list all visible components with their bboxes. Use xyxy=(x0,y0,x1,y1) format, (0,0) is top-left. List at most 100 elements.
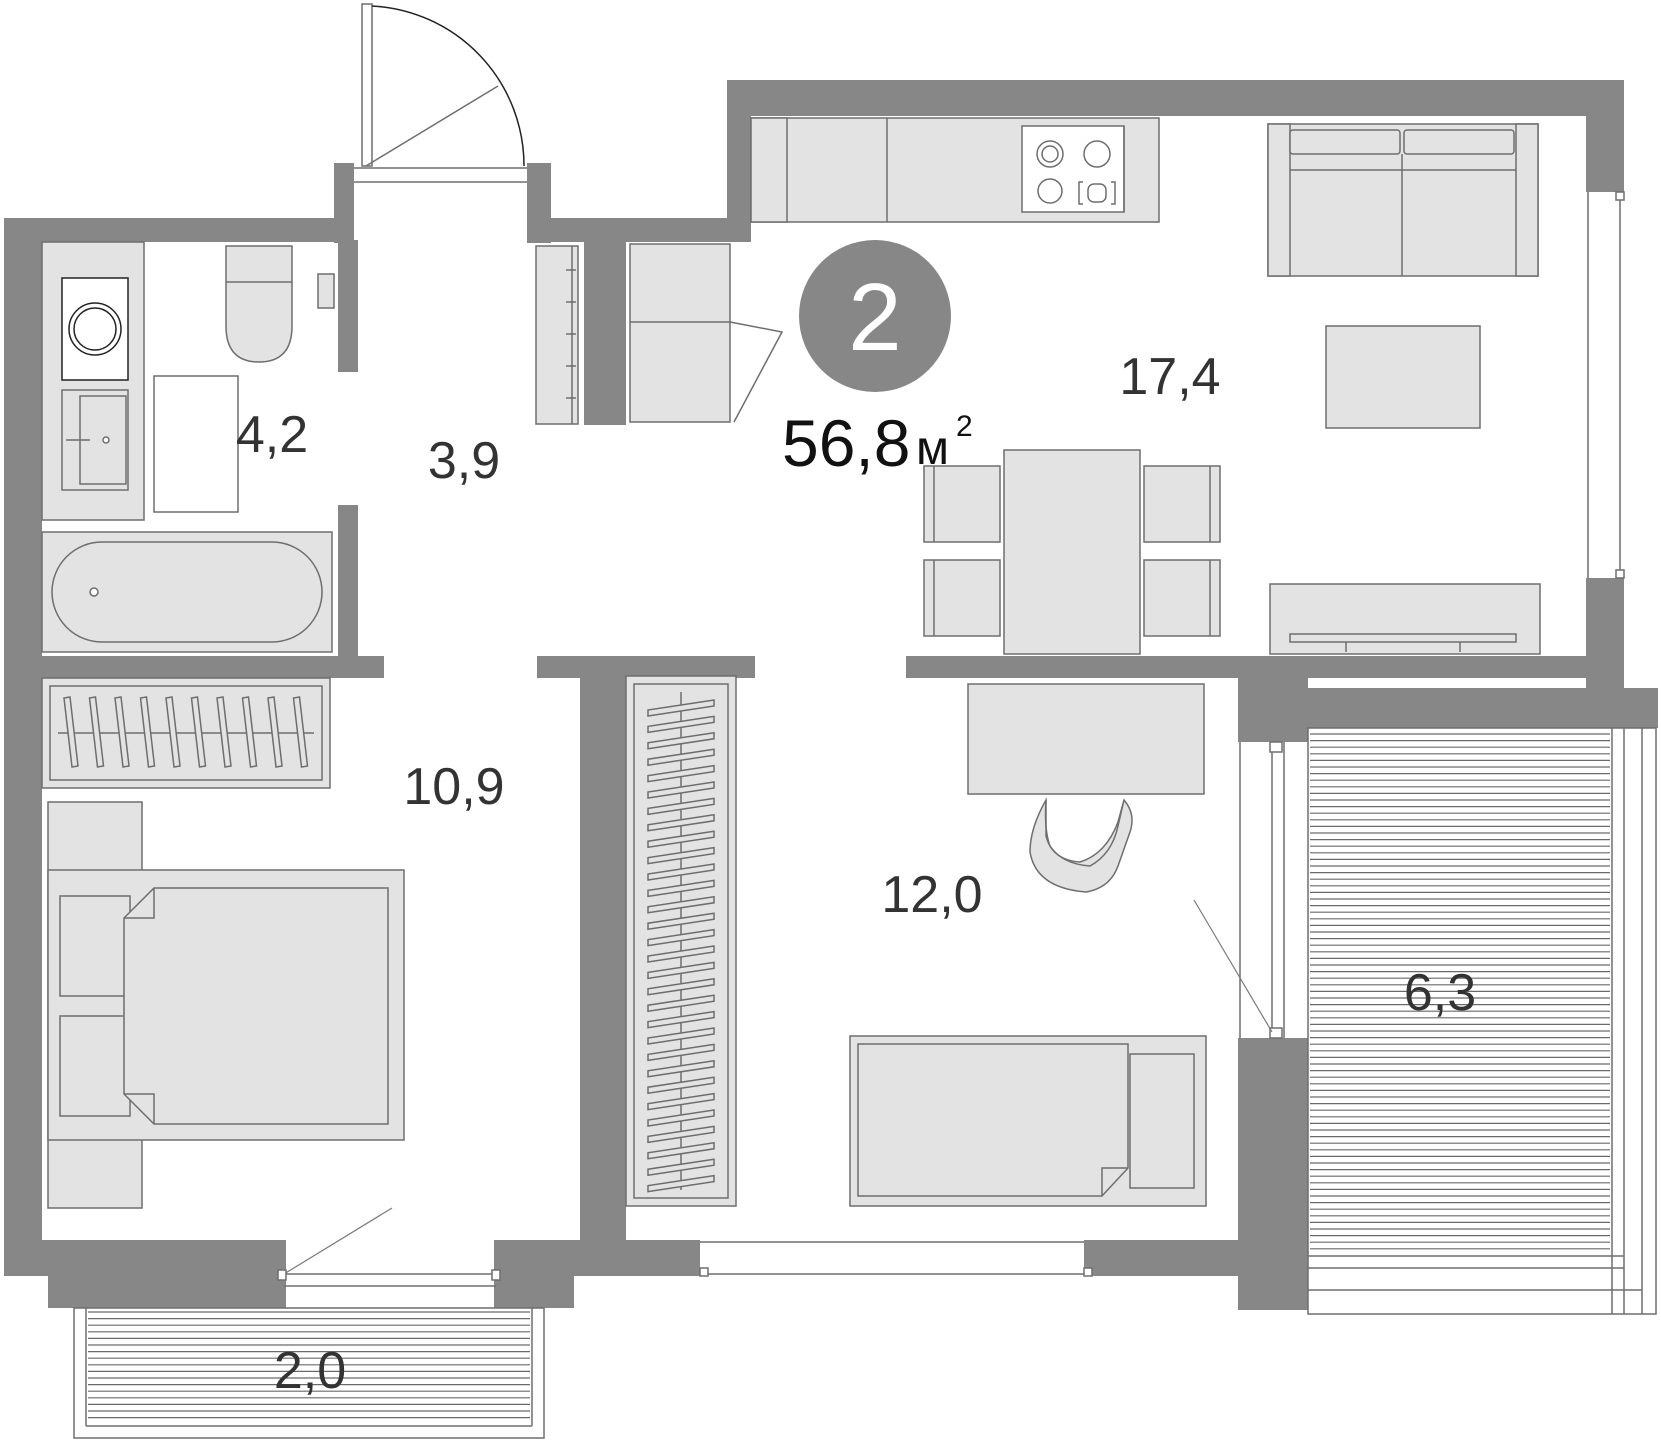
area-hallway: 3,9 xyxy=(428,432,500,490)
area-office: 12,0 xyxy=(881,866,982,924)
washing-machine xyxy=(61,277,129,381)
coffee-table xyxy=(1325,325,1481,429)
windows xyxy=(699,191,1625,1277)
area-balcony: 2,0 xyxy=(274,1342,346,1400)
wall-bottom-middle-pier xyxy=(494,1240,574,1308)
hanger xyxy=(647,1076,715,1095)
hanger xyxy=(63,696,79,768)
hanger xyxy=(165,696,181,768)
total-area-unit: м xyxy=(916,422,949,475)
hanger xyxy=(647,977,715,996)
wall-loggia-top xyxy=(1308,688,1658,728)
total-area: 56,8 м 2 xyxy=(782,406,973,480)
hanger xyxy=(647,764,715,783)
shoe-rack xyxy=(535,245,579,425)
duvet xyxy=(123,887,389,1125)
flush-button xyxy=(317,273,335,309)
area-loggia: 6,3 xyxy=(1404,964,1476,1022)
balcony-frame xyxy=(73,1307,545,1439)
hanger xyxy=(647,912,715,931)
hanger xyxy=(647,748,715,767)
hanger xyxy=(139,696,156,768)
tv-stand xyxy=(1269,583,1541,655)
loggia-deck xyxy=(1310,733,1610,1250)
chair-1 xyxy=(923,465,1001,543)
pillow-1 xyxy=(59,895,131,997)
single-bed-duvet xyxy=(857,1043,1129,1197)
room-labels: 4,2 3,9 17,4 10,9 12,0 6,3 2,0 xyxy=(236,348,1476,1400)
area-bedroom: 10,9 xyxy=(403,758,504,816)
wall-right-upper xyxy=(1586,80,1624,192)
entrance-door[interactable] xyxy=(354,3,527,183)
bath-mat xyxy=(153,375,239,513)
hanger xyxy=(647,1027,715,1045)
living-kitchen xyxy=(629,117,1541,655)
hanger xyxy=(647,863,715,881)
hanger xyxy=(267,696,283,768)
hanger xyxy=(647,1174,715,1193)
office xyxy=(625,675,1207,1207)
single-bed-pillow xyxy=(1129,1053,1195,1189)
badge-circle xyxy=(799,240,951,392)
loggia-frame xyxy=(1307,727,1657,1315)
desk xyxy=(967,683,1205,795)
wall-bottom-office-left xyxy=(626,1240,700,1276)
hanger xyxy=(241,696,258,768)
fridge xyxy=(629,243,731,423)
hanger xyxy=(647,945,715,963)
wall-kitchen-top xyxy=(727,80,1595,116)
hanger xyxy=(114,696,130,768)
dining-table xyxy=(1003,449,1141,655)
hanger xyxy=(647,715,715,734)
hanger xyxy=(647,1158,715,1177)
total-area-unit-power: 2 xyxy=(956,410,973,443)
chair-2 xyxy=(923,559,1001,637)
hallway xyxy=(535,245,579,425)
wall-office-top-left xyxy=(537,656,755,678)
wall-bathroom-right-lower xyxy=(338,505,358,668)
walls xyxy=(4,80,1658,1310)
chair-4 xyxy=(1143,559,1221,637)
hanger xyxy=(647,781,715,799)
room-count-badge: 2 xyxy=(799,240,951,392)
bedroom xyxy=(41,677,501,1287)
wall-entrance-left-jamb xyxy=(334,163,354,243)
wall-office-right-upper xyxy=(1238,656,1308,742)
hanger xyxy=(647,879,715,898)
hanger xyxy=(647,1141,715,1160)
area-bathroom: 4,2 xyxy=(236,406,308,464)
balcony xyxy=(73,1307,545,1439)
hanger xyxy=(647,830,715,849)
hanger xyxy=(647,994,715,1013)
hanger xyxy=(88,696,105,768)
hanger xyxy=(190,696,207,768)
pillow-2 xyxy=(59,1015,131,1117)
hanger xyxy=(647,846,715,865)
hanger xyxy=(647,1092,715,1111)
cooktop xyxy=(1021,125,1125,213)
hanger xyxy=(647,797,715,816)
hanger xyxy=(647,699,715,717)
wall-bathroom-right-upper xyxy=(338,240,358,372)
hanger xyxy=(647,928,715,947)
wall-right-middle xyxy=(1586,578,1624,700)
hanger xyxy=(216,696,232,768)
wall-left-outer xyxy=(4,218,42,1260)
loggia xyxy=(1307,727,1657,1315)
hanger xyxy=(647,895,715,914)
wall-corridor-column xyxy=(584,240,626,425)
bathroom xyxy=(41,241,335,653)
wall-bedroom-top xyxy=(4,656,384,678)
chair-3 xyxy=(1143,465,1221,543)
toilet xyxy=(225,245,293,363)
hanger xyxy=(647,961,715,980)
hanger xyxy=(647,731,715,750)
hanger xyxy=(647,1125,715,1144)
hanger xyxy=(647,1010,715,1029)
room-count: 2 xyxy=(848,264,901,371)
wall-bottom-left-pier xyxy=(48,1240,286,1308)
balcony-door-swing xyxy=(283,1207,393,1275)
hanger xyxy=(647,813,715,832)
wall-bedroom-office xyxy=(580,676,626,1244)
